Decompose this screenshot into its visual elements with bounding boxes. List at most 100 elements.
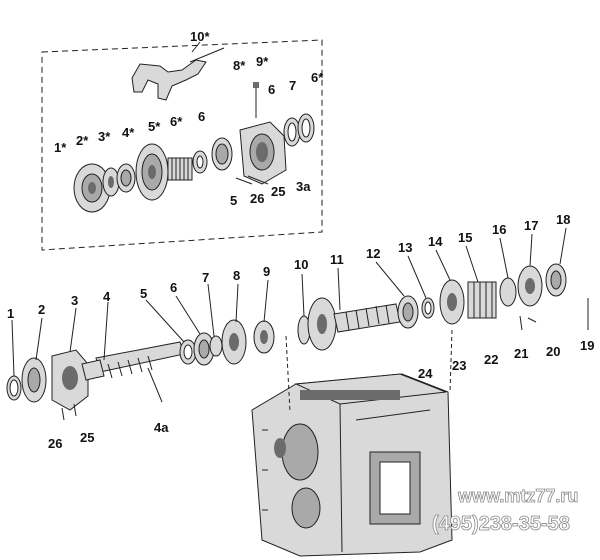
label-2s: 2* — [76, 133, 89, 148]
label-18: 18 — [556, 212, 570, 227]
ring-6s-inset — [192, 150, 208, 174]
leader-10 — [301, 273, 305, 317]
leader-15 — [465, 245, 479, 283]
bearing-6-inset — [211, 137, 233, 171]
ring-5 — [179, 339, 197, 365]
bolt-8s-9s — [253, 82, 259, 118]
leader-16 — [499, 237, 509, 279]
label-6s: 6* — [170, 114, 183, 129]
label-6-top: 6 — [268, 82, 275, 97]
ring-13 — [421, 297, 435, 319]
main-shaft-assembly: 1 2 3 4 5 6 7 8 9 10 11 12 13 14 15 16 1… — [6, 212, 594, 451]
leader-6 — [175, 295, 201, 335]
label-6-inset: 6 — [198, 109, 205, 124]
alternative-parts-inset: 10* 8* 9* 7 6* 6 1* 2* 3* 4* 5* 6* 6 25 … — [41, 29, 324, 251]
label-12: 12 — [366, 246, 380, 261]
label-9: 9 — [263, 264, 270, 279]
label-6s-top: 6* — [311, 70, 324, 85]
bolts-25-26 — [61, 403, 77, 421]
label-2: 2 — [38, 302, 45, 317]
watermark: www.mtz77.ru (495)238-35-58 — [432, 486, 579, 536]
label-4s: 4* — [122, 125, 135, 140]
ring-7-inset — [283, 117, 301, 147]
label-3s: 3* — [98, 129, 111, 144]
leader-1 — [11, 319, 15, 377]
leader-7 — [207, 283, 215, 337]
label-4a: 4a — [154, 420, 169, 435]
gear-4s — [135, 143, 169, 201]
label-3: 3 — [71, 293, 78, 308]
label-1: 1 — [7, 306, 14, 321]
label-7: 7 — [202, 270, 209, 285]
ring-2s — [102, 167, 120, 197]
label-25-inset: 25 — [271, 184, 285, 199]
shift-fork-10s — [131, 47, 225, 101]
gear-1s — [73, 163, 111, 213]
ring-7 — [209, 335, 223, 357]
ring-16 — [499, 277, 517, 307]
leader-9 — [263, 279, 269, 323]
label-5-inset: 5 — [230, 193, 237, 208]
label-14: 14 — [428, 234, 443, 249]
gear-14 — [439, 279, 465, 325]
leader-12 — [375, 261, 405, 297]
snap-ring-1 — [6, 375, 22, 401]
label-8s: 8* — [233, 58, 246, 73]
label-10s: 10* — [190, 29, 210, 44]
inset-dashed-frame — [41, 39, 323, 251]
label-19: 19 — [580, 338, 594, 353]
housing-3a — [239, 121, 287, 185]
label-24: 24 — [418, 366, 433, 381]
bolt-25-inset — [247, 175, 269, 185]
label-7-inset: 7 — [289, 78, 296, 93]
label-15: 15 — [458, 230, 472, 245]
label-23: 23 — [452, 358, 466, 373]
secondary-shaft-11 — [307, 297, 401, 351]
leader-3 — [69, 307, 77, 353]
label-4: 4 — [103, 289, 111, 304]
leader-5 — [145, 299, 185, 343]
primary-shaft-4 — [81, 341, 185, 381]
label-20: 20 — [546, 344, 560, 359]
label-9s: 9* — [256, 54, 269, 69]
label-16: 16 — [492, 222, 506, 237]
pins-20-22 — [519, 315, 537, 331]
label-6: 6 — [170, 280, 177, 295]
hub-5s — [167, 157, 193, 181]
gearbox-housing — [251, 329, 453, 557]
label-22: 22 — [484, 352, 498, 367]
label-26-inset: 26 — [250, 191, 264, 206]
watermark-site: www.mtz77.ru — [457, 486, 578, 506]
gear-17 — [517, 265, 543, 307]
gear-8 — [221, 319, 247, 365]
label-3a: 3a — [296, 179, 311, 194]
leader-8 — [235, 283, 239, 323]
leader-2 — [35, 317, 43, 361]
ring-6s-top — [297, 113, 315, 143]
bearing-12 — [397, 295, 419, 329]
label-1s: 1* — [54, 140, 67, 155]
gear-9 — [253, 320, 275, 354]
leader-17 — [529, 233, 533, 267]
ring-18 — [545, 263, 567, 297]
bearing-housing-3 — [51, 349, 89, 411]
label-5s: 5* — [148, 119, 161, 134]
label-17: 17 — [524, 218, 538, 233]
label-21: 21 — [514, 346, 528, 361]
leader-18 — [559, 227, 567, 265]
gear-2 — [21, 357, 47, 403]
label-26: 26 — [48, 436, 62, 451]
leader-4 — [103, 301, 109, 361]
bearing-3s — [116, 163, 136, 193]
leader-4a — [147, 367, 163, 403]
label-5: 5 — [140, 286, 147, 301]
leader-13 — [407, 255, 427, 299]
label-25: 25 — [80, 430, 94, 445]
leader-14 — [435, 249, 451, 281]
bolt-26-inset — [235, 177, 253, 185]
leader-11 — [337, 267, 341, 311]
leader-10s — [191, 41, 201, 53]
label-11: 11 — [330, 252, 344, 267]
bearing-6 — [193, 332, 215, 366]
